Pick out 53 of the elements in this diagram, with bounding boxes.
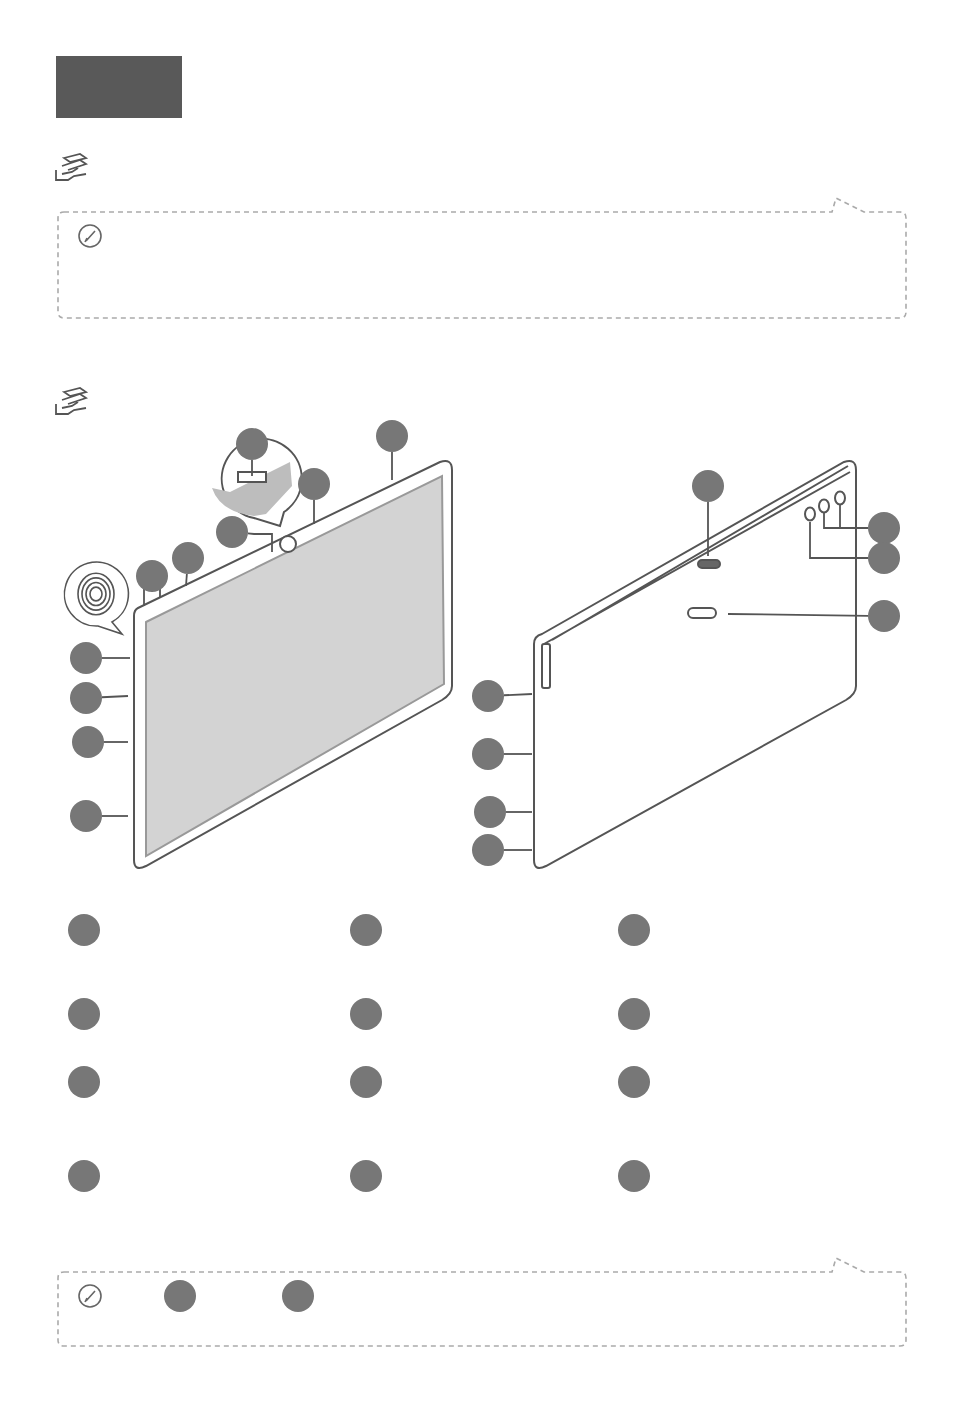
callout-marker [868, 512, 900, 544]
callout-marker [136, 560, 168, 592]
leader-line [185, 573, 188, 587]
leader-line [503, 753, 533, 755]
callout-marker [68, 1066, 100, 1098]
leader-line [823, 503, 869, 529]
callout-marker [868, 542, 900, 574]
callout-marker [68, 998, 100, 1030]
callout-marker [350, 914, 382, 946]
leader-line [503, 849, 533, 851]
callout-marker [350, 1066, 382, 1098]
leader-line [313, 499, 315, 525]
callout-marker [472, 680, 504, 712]
leader-line [103, 741, 129, 743]
callout-marker [350, 998, 382, 1030]
callout-marker [692, 470, 724, 502]
leader-line [503, 693, 533, 697]
callout-marker [68, 914, 100, 946]
callout-marker [472, 738, 504, 770]
callout-marker [472, 834, 504, 866]
callout-marker [72, 726, 104, 758]
leader-line [143, 587, 161, 607]
callout-marker [236, 428, 268, 460]
callout-marker [298, 468, 330, 500]
tablet-back-drawing [533, 460, 857, 869]
callout-marker [474, 796, 506, 828]
leader-line [809, 521, 869, 559]
callout-marker [164, 1280, 196, 1312]
callout-marker [70, 642, 102, 674]
leader-line [251, 459, 253, 477]
leader-line [727, 613, 869, 617]
leader-line [707, 501, 709, 557]
callout-marker [70, 682, 102, 714]
callout-marker [868, 600, 900, 632]
callout-marker [618, 1066, 650, 1098]
callout-marker [618, 914, 650, 946]
callout-marker [376, 420, 408, 452]
leader-line [505, 811, 533, 813]
leader-line [391, 451, 393, 481]
callout-marker [70, 800, 102, 832]
leader-line [101, 657, 131, 659]
callout-marker [618, 1160, 650, 1192]
leader-line [101, 695, 129, 699]
callout-marker [68, 1160, 100, 1192]
callout-marker [350, 1160, 382, 1192]
fingerprint-drawing [63, 561, 130, 635]
callout-marker [172, 542, 204, 574]
callout-marker [282, 1280, 314, 1312]
callout-marker [216, 516, 248, 548]
leader-line [101, 815, 129, 817]
callout-marker [618, 998, 650, 1030]
leader-line [247, 532, 273, 553]
tablet-front-drawing [133, 460, 453, 869]
